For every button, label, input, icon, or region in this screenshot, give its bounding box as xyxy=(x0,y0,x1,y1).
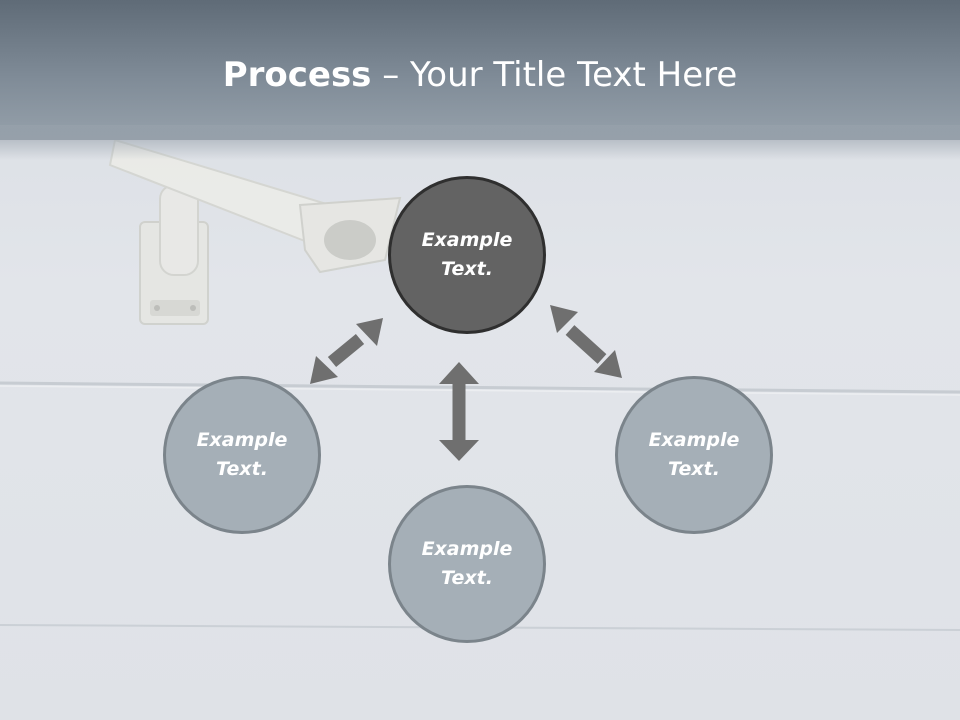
process-node-left: Example Text. xyxy=(163,376,321,534)
node-right-label: Example Text. xyxy=(648,429,740,480)
node-bottom-label: Example Text. xyxy=(421,538,513,589)
node-center-label: Example Text. xyxy=(421,229,513,280)
node-left-label: Example Text. xyxy=(196,429,288,480)
arrow-center-bottom xyxy=(439,362,479,461)
security-camera-icon xyxy=(108,138,402,325)
process-node-center: Example Text. xyxy=(388,176,546,334)
title-bold: Process xyxy=(222,55,372,95)
title-bar xyxy=(0,0,960,140)
process-node-right: Example Text. xyxy=(615,376,773,534)
title-bar-fade xyxy=(0,125,960,160)
arrow-center-left xyxy=(310,318,383,384)
slide-title: Process – Your Title Text Here xyxy=(0,52,960,98)
process-node-bottom: Example Text. xyxy=(388,485,546,643)
title-rest: – Your Title Text Here xyxy=(371,55,738,95)
arrow-center-right xyxy=(550,305,622,378)
